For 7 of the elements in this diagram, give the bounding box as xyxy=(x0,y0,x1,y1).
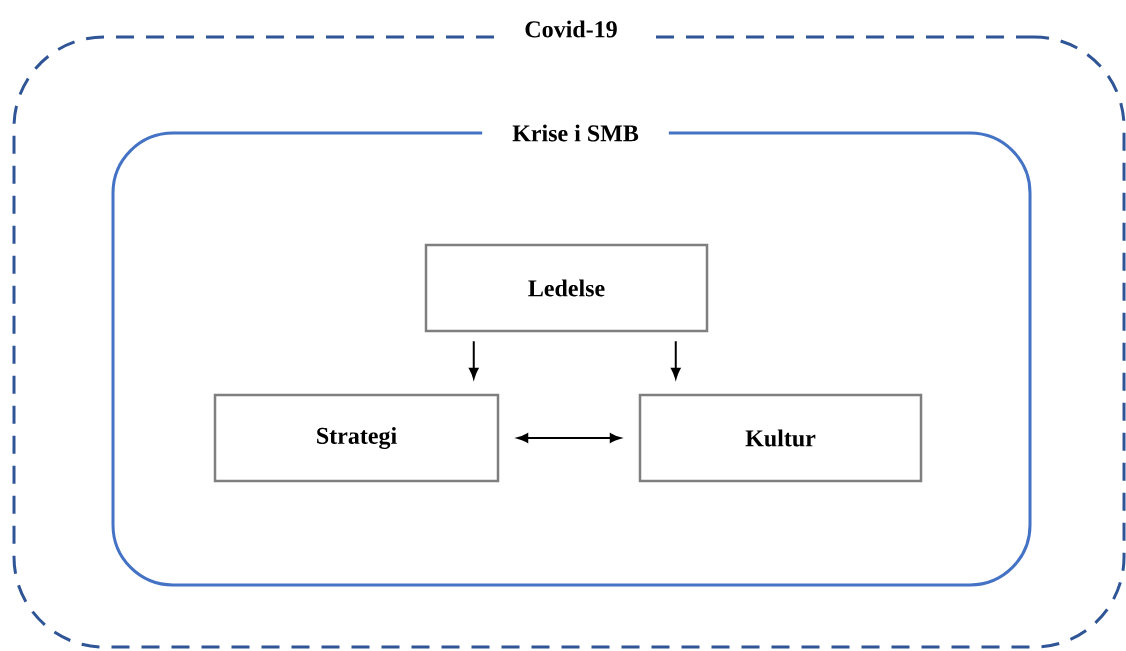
node-label: Covid-19 xyxy=(525,20,617,38)
process-box: Ledelse xyxy=(424,243,709,333)
arrow xyxy=(671,340,681,379)
arrow xyxy=(469,340,479,379)
arrow xyxy=(517,433,621,443)
process-box: Kultur xyxy=(638,393,923,483)
process-box: Strategi xyxy=(213,393,500,483)
